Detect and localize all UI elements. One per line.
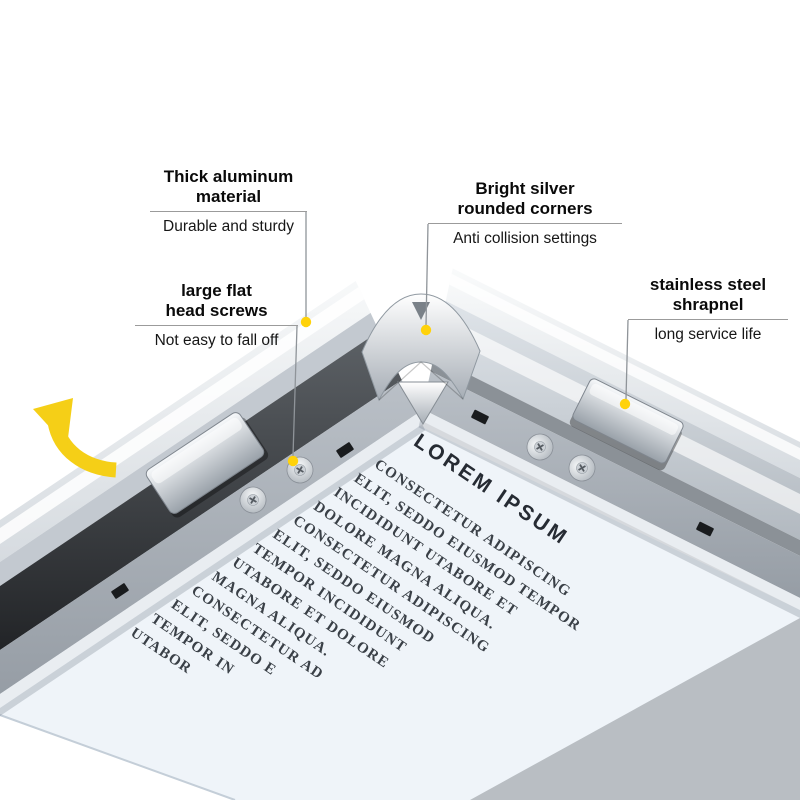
corner-bracket xyxy=(397,381,449,425)
callout-subtitle: Anti collision settings xyxy=(453,230,597,247)
callout-steel-shrapnel: stainless steel shrapnel long service li… xyxy=(628,275,788,344)
callout-flat-head-screws: large flat head screws Not easy to fall … xyxy=(135,281,298,350)
corner-cap-dome xyxy=(361,293,481,402)
slot-hole xyxy=(336,442,354,458)
steel-clip-left xyxy=(145,412,269,518)
steel-clip-right xyxy=(569,378,684,471)
screw xyxy=(526,433,554,461)
slot-hole xyxy=(471,409,489,425)
slot-hole xyxy=(696,521,714,537)
callout-thick-aluminum: Thick aluminum material Durable and stur… xyxy=(150,167,307,236)
callout-title: stainless steel shrapnel xyxy=(649,275,767,314)
slot-hole xyxy=(111,583,129,599)
callout-rule xyxy=(628,319,788,320)
mounting-rail xyxy=(418,361,800,598)
callout-dot xyxy=(300,316,312,328)
rail-shadow xyxy=(0,419,425,716)
callout-subtitle: Durable and sturdy xyxy=(163,218,294,235)
callout-dots xyxy=(287,316,631,467)
callout-subtitle: Not easy to fall off xyxy=(154,332,279,349)
callout-dot xyxy=(420,324,432,336)
corner-cap xyxy=(361,293,481,425)
callout-line xyxy=(425,223,429,327)
callout-dot xyxy=(287,455,299,467)
rail-lip xyxy=(418,403,800,610)
profile-top-highlight xyxy=(418,253,800,460)
callout-title: large flat head screws xyxy=(165,281,268,320)
poster-edge xyxy=(0,714,236,800)
corner-cap-seam xyxy=(378,361,464,401)
callout-line xyxy=(625,319,629,400)
callout-connectors xyxy=(292,212,629,457)
mounting-rail xyxy=(0,361,425,694)
callout-title: Thick aluminum material xyxy=(163,167,294,206)
rail-lip xyxy=(0,405,425,708)
poster-image-placeholder xyxy=(470,618,800,800)
callout-subtitle: long service life xyxy=(654,326,762,343)
callout-rule xyxy=(150,211,307,212)
screw xyxy=(568,454,596,482)
screw xyxy=(239,486,267,514)
frame-right-arm xyxy=(418,247,800,618)
callout-line xyxy=(292,325,298,457)
callout-rule xyxy=(135,325,298,326)
open-arrow-icon xyxy=(33,398,117,478)
callout-dot xyxy=(619,398,631,410)
profile-groove xyxy=(418,345,800,556)
corner-cap-notch xyxy=(412,302,430,320)
poster-sheet: LOREM IPSUM CONSECTETUR ADIPISCING ELIT,… xyxy=(0,426,800,800)
rail-shadow xyxy=(418,415,800,618)
callout-rule xyxy=(428,223,622,224)
callout-rounded-corners: Bright silver rounded corners Anti colli… xyxy=(428,179,622,248)
arrow-head xyxy=(33,398,73,446)
callout-title: Bright silver rounded corners xyxy=(457,179,593,218)
